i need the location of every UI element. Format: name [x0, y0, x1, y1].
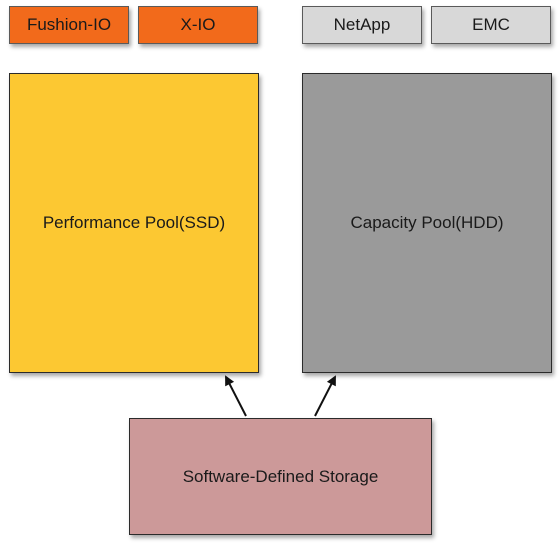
software-defined-storage: Software-Defined Storage: [129, 418, 432, 535]
arrow-to-performance-pool: [225, 375, 247, 417]
capacity-pool: Capacity Pool(HDD): [302, 73, 552, 373]
vendor-emc: EMC: [431, 6, 551, 44]
vendor-fusion-io: Fushion-IO: [9, 6, 129, 44]
vendor-x-io: X-IO: [138, 6, 258, 44]
arrow-to-capacity-pool: [314, 375, 336, 417]
performance-pool: Performance Pool(SSD): [9, 73, 259, 373]
vendor-netapp: NetApp: [302, 6, 422, 44]
